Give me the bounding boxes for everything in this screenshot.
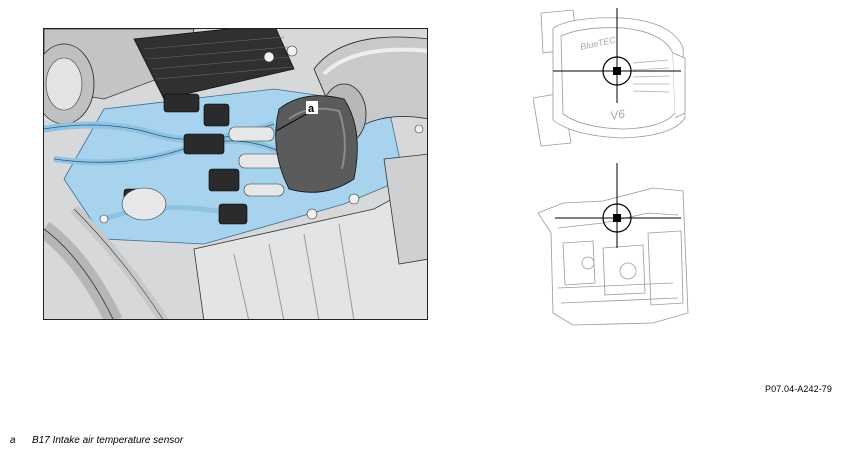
callout-leader-line <box>275 110 313 132</box>
locator-circle <box>602 56 632 86</box>
locator-circle <box>602 203 632 233</box>
engine-top-view-outline: BlueTEC V6 <box>532 8 686 147</box>
legend-key: a <box>10 435 16 446</box>
cover-badge-text: V6 <box>609 107 626 123</box>
engine-detail-drawing: a <box>44 29 427 319</box>
locator-top-view: BlueTEC V6 <box>532 8 693 153</box>
locator-side-view <box>533 163 693 333</box>
figure-code: P07.04-A242-79 <box>765 384 832 394</box>
callout-letter-background <box>306 101 318 114</box>
engine-side-view-outline <box>537 163 689 326</box>
locator-marker-square <box>613 67 621 75</box>
legend-text: B17 Intake air temperature sensor <box>32 435 184 446</box>
callout-letter-a: a <box>308 103 315 115</box>
legend-item: a B17 Intake air temperature sensor <box>10 435 183 446</box>
locator-marker-square <box>613 214 621 222</box>
engine-compartment-illustration: a <box>43 28 428 320</box>
